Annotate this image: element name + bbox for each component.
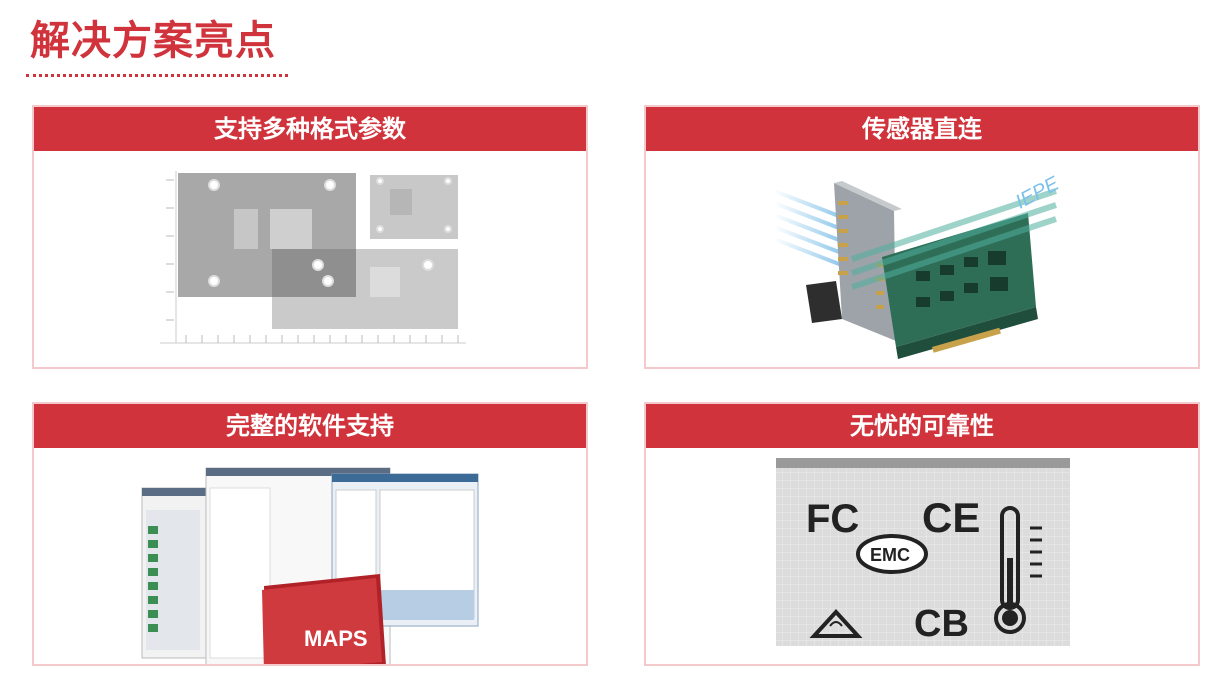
card-title: 无忧的可靠性 xyxy=(646,404,1198,448)
page-title: 解决方案亮点 xyxy=(30,18,276,64)
esd-warning-icon xyxy=(809,609,863,638)
card-title: 支持多种格式参数 xyxy=(34,107,586,151)
data-acquisition-cards-illustration: IEPE xyxy=(646,151,1198,367)
card-format-parameters: 支持多种格式参数 xyxy=(32,105,588,369)
software-windows-illustration: MAPS xyxy=(34,448,586,676)
certification-marks-illustration: FC CE EMC CB xyxy=(646,448,1198,664)
cb-mark: CB xyxy=(914,603,969,645)
thermometer-icon xyxy=(994,506,1042,634)
card-software-support: 完整的软件支持 MAPS xyxy=(32,402,588,676)
title-divider xyxy=(26,74,288,77)
card-reliability: 无忧的可靠性 FC CE EMC CB xyxy=(644,402,1200,666)
card-title: 传感器直连 xyxy=(646,107,1198,151)
emc-mark: EMC xyxy=(870,545,910,565)
fc-mark: FC xyxy=(806,497,859,541)
card-sensor-direct: 传感器直连 xyxy=(644,105,1200,369)
format-parameters-illustration xyxy=(34,151,586,367)
maps-badge-label: MAPS xyxy=(304,626,368,651)
ce-mark: CE xyxy=(922,494,980,541)
card-title: 完整的软件支持 xyxy=(34,404,586,448)
